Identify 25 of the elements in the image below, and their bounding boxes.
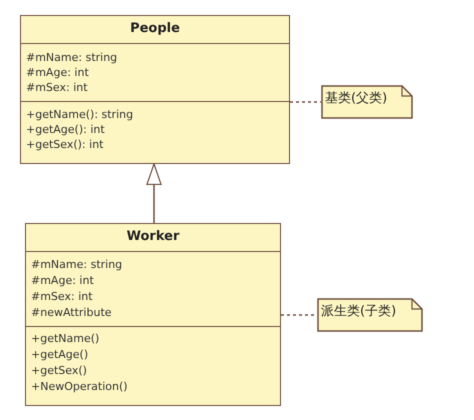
attribute-text: #mSex: int: [31, 290, 93, 304]
operation-text: +getName(): string: [26, 108, 134, 122]
note-text: 派生类(子类): [321, 303, 396, 320]
operation-text: +NewOperation(): [31, 380, 128, 394]
connector-line: [281, 314, 317, 316]
attribute-text: #mName: string: [31, 258, 122, 272]
attribute-text: #mAge: int: [26, 66, 89, 80]
operation-text: +getAge(): [31, 348, 88, 362]
operation-text: +getSex(): int: [26, 138, 104, 152]
attribute-text: #newAttribute: [31, 306, 112, 320]
attribute-text: #mSex: int: [26, 81, 88, 95]
note-box: [321, 85, 413, 119]
class-name: People: [129, 21, 181, 36]
inheritance-arrow: [146, 163, 162, 223]
operation-text: +getName(): [31, 332, 100, 346]
attribute-text: #mAge: int: [31, 274, 94, 288]
class-box: [20, 15, 290, 164]
operation-text: +getAge(): int: [26, 123, 105, 137]
note-box: [317, 298, 423, 332]
attribute-text: #mName: string: [26, 51, 118, 65]
class-name: Worker: [126, 229, 180, 244]
class-box: [25, 223, 281, 406]
note-text: 基类(父类): [325, 90, 388, 107]
connector-line: [290, 101, 321, 103]
operation-text: +getSex(): [31, 364, 87, 378]
